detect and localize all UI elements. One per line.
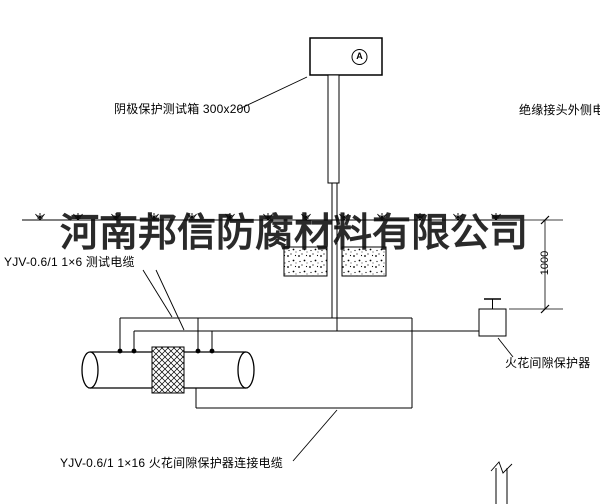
concrete-block-right bbox=[341, 246, 387, 277]
meter-symbol-letter: A bbox=[356, 51, 363, 61]
conduit bbox=[327, 74, 340, 331]
leader-lines bbox=[142, 76, 514, 462]
company-watermark: 河南邦信防腐材料有限公司 bbox=[60, 211, 529, 256]
cable-routes bbox=[119, 317, 479, 409]
concrete-block-left bbox=[283, 246, 328, 277]
label-test-box: 阴极保护测试箱 300x200 bbox=[114, 102, 251, 116]
dimension-line bbox=[509, 215, 563, 314]
pipe-break-symbol bbox=[490, 461, 513, 504]
insulating-joint bbox=[151, 346, 185, 394]
spark-gap-protector-symbol bbox=[478, 298, 507, 337]
cable-terminals bbox=[117, 348, 215, 354]
label-connection-cable: YJV-0.6/1 1×16 火花间隙保护器连接电缆 bbox=[60, 456, 283, 470]
label-test-cable: YJV-0.6/1 1×6 测试电缆 bbox=[4, 255, 135, 269]
test-box-symbol bbox=[309, 37, 383, 76]
dimension-text: 1000 bbox=[539, 250, 551, 276]
label-insulated-joint-cable: 绝缘接头外侧电缆 bbox=[519, 103, 600, 117]
label-spark-gap-protector: 火花间隙保护器 bbox=[505, 356, 591, 370]
